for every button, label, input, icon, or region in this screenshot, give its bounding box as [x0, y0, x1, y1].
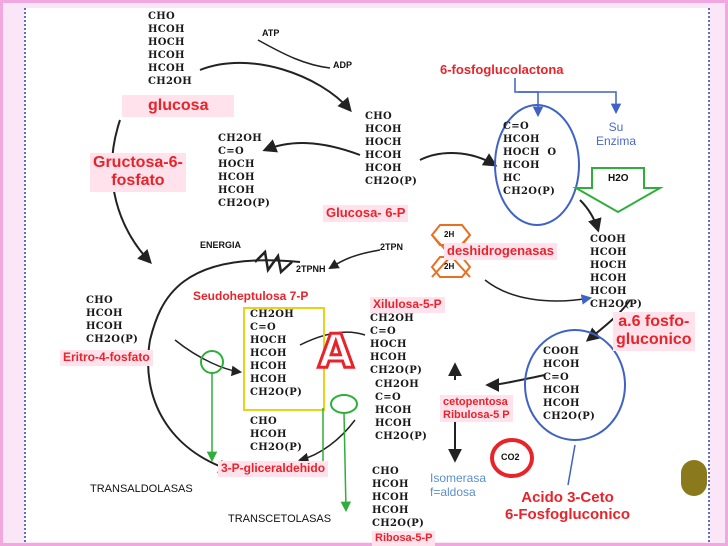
- h2o-arrow: [572, 167, 664, 214]
- big-letter-a: A: [317, 324, 356, 378]
- h2-top-text: 2H: [444, 230, 455, 239]
- co2-ring: [490, 438, 534, 478]
- acid-callout: [567, 444, 576, 486]
- enzima-callout: [518, 91, 622, 115]
- arrow-keto-to-ru5p: [485, 374, 546, 392]
- arrow-g6p-to-f6p: [262, 139, 361, 156]
- arrow-tpn: [328, 249, 381, 270]
- gructosa-label: Gructosa-6- fosfato: [90, 153, 186, 192]
- arrow-e4p-s7p: [174, 339, 243, 377]
- keto6pg-structure: COOH HCOH C=O HCOH HCOH CH2O(P): [543, 346, 596, 422]
- co2-text: CO2: [501, 452, 520, 462]
- f6p-structure: CH2OH C=O HOCH HCOH HCOH CH2O(P): [218, 133, 271, 209]
- sedoheptulose-box: [243, 307, 325, 411]
- arrow-6pg-to-keto: [585, 299, 631, 342]
- cetopentosa-label: cetopentosa Ribulosa-5 P: [440, 395, 513, 423]
- su-enzima-label: Su Enzima: [596, 120, 637, 148]
- x5p-marker: [330, 394, 358, 414]
- adp-text: ADP: [333, 60, 353, 70]
- atp-text: ATP: [262, 28, 280, 38]
- arrow-glucose-to-g6p: [199, 61, 352, 113]
- a6fosfo-label: a.6 fosfo- gluconico: [613, 312, 695, 351]
- arrow-g6p-to-lactone: [419, 152, 498, 167]
- ru5p-structure: CH2OH C=O HCOH HCOH CH2O(P): [375, 379, 428, 442]
- transaldolasas-label: TRANSALDOLASAS: [90, 483, 193, 495]
- glucosa-label: glucosa: [122, 95, 235, 118]
- arrow-cycle-top: [111, 119, 152, 265]
- lactone-ring: [494, 104, 580, 226]
- g3p-structure: CHO HCOH CH2O(P): [250, 416, 303, 453]
- arrow-s7p-x5p: [299, 331, 366, 346]
- energia-zigzag: [254, 249, 293, 275]
- 6pg-structure: COOH HCOH HOCH HCOH HCOH CH2O(P): [590, 234, 643, 310]
- arrow-big-cycle: [147, 259, 301, 474]
- seudoheptulosa-label: Seudoheptulosa 7-P: [193, 289, 309, 303]
- arrow-x5p-to-g3p: [297, 419, 356, 464]
- isomerasa-label: Isomerasa f=aldosa: [430, 471, 487, 499]
- arrow-atp-adp: [257, 39, 331, 69]
- slide-bullet-decoration: [681, 460, 707, 496]
- fosfoglucolactona-label: 6-fosfoglucolactona: [440, 62, 564, 77]
- lactone-structure: C=O HCOH HOCH O HCOH HC CH2O(P): [503, 121, 557, 197]
- glucosa-6p-label: Glucosa- 6-P: [323, 205, 409, 222]
- transcetolasas-label: TRANSCETOLASAS: [228, 513, 332, 525]
- x5p-structure: CH2OH C=O HOCH HCOH CH2O(P): [370, 313, 423, 376]
- h2-bottom-text: 2H: [444, 262, 455, 271]
- glucose-structure: CHO HCOH HOCH HCOH HCOH CH2OH: [148, 11, 193, 87]
- e4p-marker: [200, 350, 224, 374]
- energia-text: ENERGIA: [200, 240, 242, 250]
- ribosa-label: Ribosa-5-P: [372, 531, 436, 546]
- gliceraldehido-label: 3-P-gliceraldehido: [218, 461, 329, 477]
- g6p-structure: CHO HCOH HOCH HCOH HCOH CH2O(P): [365, 111, 418, 187]
- eritro-label: Eritro-4-fosfato: [60, 350, 153, 366]
- s7p-structure: CH2OH C=O HOCH HCOH HCOH HCOH CH2O(P): [250, 309, 303, 398]
- xilulosa-label: Xilulosa-5-P: [370, 297, 445, 313]
- deshidrogenasas-label: deshidrogenasas: [444, 243, 557, 260]
- tpn-text: 2TPN: [380, 242, 404, 252]
- lactone-callout: [514, 78, 544, 118]
- h2o-text: H2O: [608, 173, 629, 184]
- keto-ring: [524, 329, 626, 441]
- arrow-dehydrogenase-loop: [484, 279, 593, 305]
- tpnh-text: 2TPNH: [296, 264, 326, 274]
- arrow-lactone-to-6pg: [579, 199, 602, 233]
- e4p-structure: CHO HCOH HCOH CH2O(P): [86, 295, 139, 345]
- acido-label: Acido 3-Ceto 6-Fosfogluconico: [505, 489, 630, 524]
- r5p-structure: CHO HCOH HCOH HCOH CH2O(P): [372, 466, 425, 529]
